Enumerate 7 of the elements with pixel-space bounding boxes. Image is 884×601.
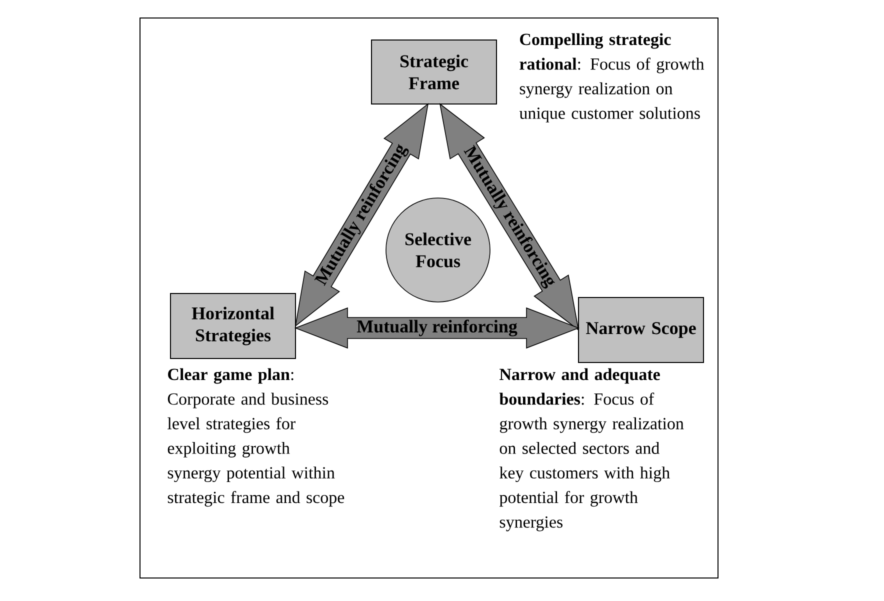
description-text: Narrow and adequate boundaries: Focus of growth synergy realization on selected sectors and key customers with high potential for growth synergies bbox=[499, 368, 684, 532]
description-text: Clear game plan: Corporate and business level strategies for exploiting growth synergy potential within strategic frame and scope bbox=[168, 368, 344, 507]
description-text: Compelling strategic rational: Focus of growth synergy realization on unique customer solutions bbox=[519, 33, 704, 122]
edge-label: Mutually reinforcing bbox=[356, 320, 518, 336]
process-box: Narrow Scope bbox=[578, 297, 704, 363]
process-box: Horizontal Strategies bbox=[170, 293, 296, 359]
process-box: Strategic Frame bbox=[371, 40, 497, 104]
